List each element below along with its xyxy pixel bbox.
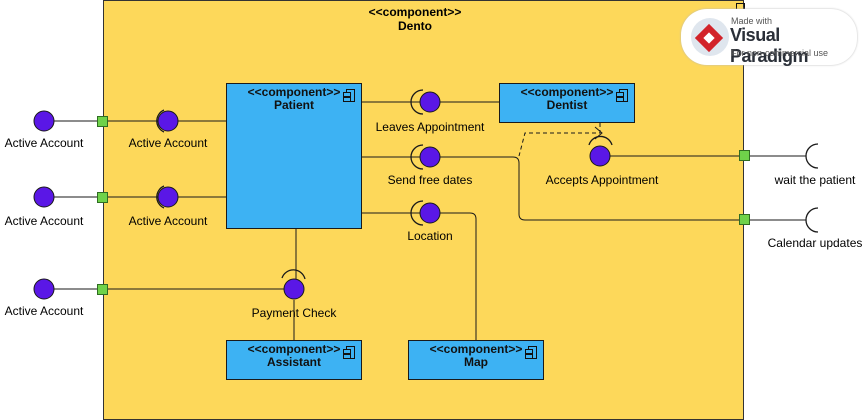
port-right-1[interactable] xyxy=(739,150,750,161)
dento-name: Dento xyxy=(397,19,432,33)
connector-location-map xyxy=(440,212,477,340)
component-dentist[interactable]: <<component>> Dentist xyxy=(499,83,635,123)
map-name: Map xyxy=(464,355,488,369)
label-ext-right-2: Calendar updates xyxy=(767,236,863,250)
label-payment-check: Payment Check xyxy=(251,306,337,320)
label-ext-right-1: wait the patient xyxy=(774,173,856,187)
label-location: Location xyxy=(407,229,453,243)
socket-payment-check xyxy=(281,269,306,280)
label-ext-left-3: Active Account xyxy=(4,304,84,318)
label-accepts-appointment: Accepts Appointment xyxy=(545,173,659,187)
interface-ball-active-account-1 xyxy=(157,110,179,132)
socket-active-account-2 xyxy=(156,185,165,209)
socket-calendar-updates xyxy=(805,207,819,233)
dento-stereotype: <<component>> xyxy=(368,5,462,19)
component-icon xyxy=(616,89,628,102)
dento-boundary-header: <<component>> Dento xyxy=(369,5,462,33)
socket-accepts-appointment xyxy=(588,135,613,146)
port-right-2[interactable] xyxy=(739,214,750,225)
component-patient[interactable]: <<component>> Patient xyxy=(226,83,362,229)
component-icon xyxy=(343,89,355,102)
interface-ball-payment-check xyxy=(283,278,305,300)
patient-stereotype: <<component>> xyxy=(247,85,341,99)
label-leaves-appointment: Leaves Appointment xyxy=(375,120,485,134)
component-icon xyxy=(343,346,355,359)
socket-location xyxy=(410,200,424,226)
label-send-free-dates: Send free dates xyxy=(387,173,473,187)
label-active-account-2: Active Account xyxy=(128,214,208,228)
watermark-note: For non-commercial use xyxy=(731,48,829,58)
socket-send-free-dates xyxy=(410,144,424,170)
dentist-stereotype: <<component>> xyxy=(520,85,614,99)
component-map[interactable]: <<component>> Map xyxy=(408,340,544,380)
map-stereotype: <<component>> xyxy=(429,342,523,356)
socket-active-account-1 xyxy=(156,109,165,133)
label-ext-left-2: Active Account xyxy=(4,214,84,228)
interface-ball-active-account-2 xyxy=(157,186,179,208)
port-left-3[interactable] xyxy=(97,284,108,295)
port-left-2[interactable] xyxy=(97,192,108,203)
connector-send-calendar xyxy=(440,156,744,221)
interface-ball-left-2 xyxy=(33,186,55,208)
port-left-1[interactable] xyxy=(97,116,108,127)
watermark-made-with: Made with xyxy=(731,16,773,26)
watermark-brand: Visual Paradigm xyxy=(730,25,809,66)
interface-ball-left-3 xyxy=(33,278,55,300)
dependency-dentist-accepts xyxy=(518,123,601,157)
label-active-account-1: Active Account xyxy=(128,136,208,150)
interface-ball-left-1 xyxy=(33,110,55,132)
patient-name: Patient xyxy=(273,98,314,112)
interface-ball-send-free-dates xyxy=(419,146,441,168)
dentist-name: Dentist xyxy=(546,98,588,112)
interface-ball-leaves-appointment xyxy=(419,91,441,113)
interface-ball-accepts-appointment xyxy=(589,145,611,167)
assistant-stereotype: <<component>> xyxy=(247,342,341,356)
socket-leaves-appointment xyxy=(410,89,424,115)
label-ext-left-1: Active Account xyxy=(4,136,84,150)
socket-wait-the-patient xyxy=(805,143,819,169)
component-assistant[interactable]: <<component>> Assistant xyxy=(226,340,362,380)
assistant-name: Assistant xyxy=(266,355,322,369)
interface-ball-location xyxy=(419,202,441,224)
visual-paradigm-watermark: Made with Visual Paradigm For non-commer… xyxy=(681,9,857,66)
component-icon xyxy=(525,346,537,359)
